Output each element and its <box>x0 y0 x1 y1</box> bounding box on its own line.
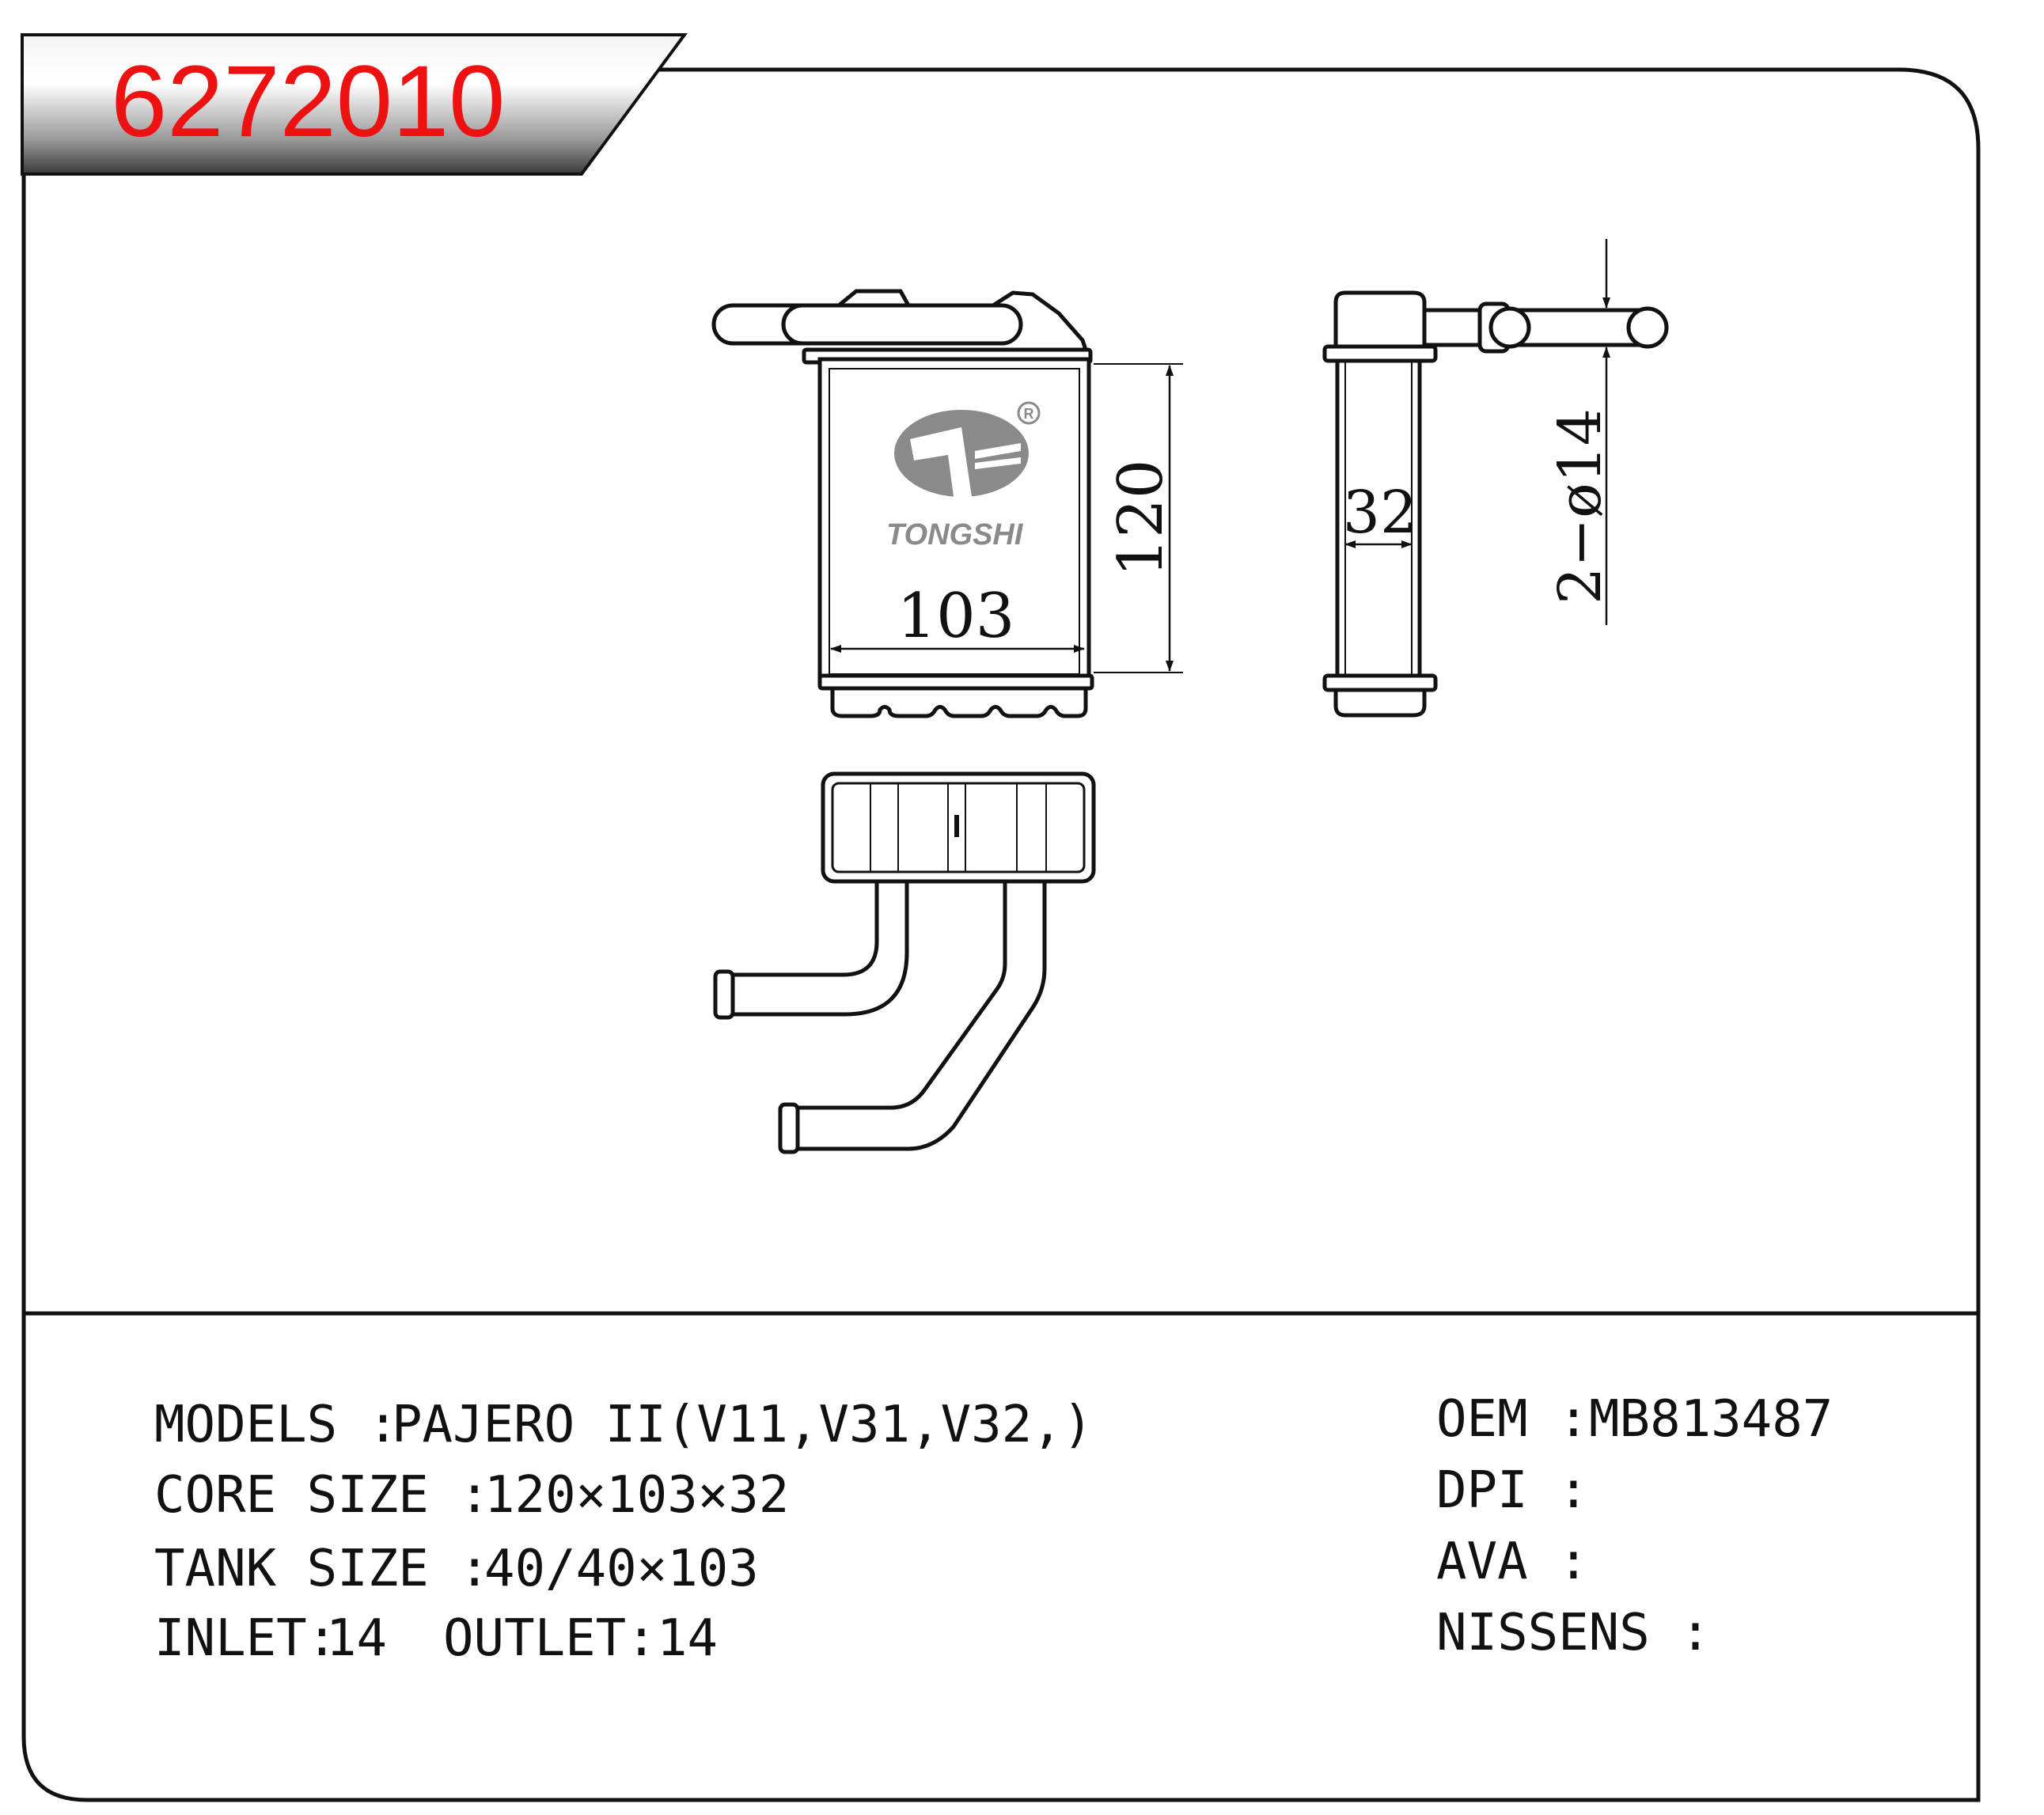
spec-outlet-label: OUTLET: <box>443 1609 657 1668</box>
top-view-pipe-left-end <box>713 969 735 1020</box>
top-view-pipe-right <box>791 881 1047 1151</box>
spec-oem-label: OEM : <box>1436 1390 1589 1449</box>
dim-height: 120 <box>1094 363 1183 673</box>
side-pipe-end-1 <box>1488 306 1531 349</box>
spec-tank-label: TANK SIZE : <box>154 1540 490 1598</box>
dim-pipe-label: 2−ø14 <box>1546 408 1614 604</box>
pipe-bracket-right <box>992 290 1088 350</box>
spec-inlet-value: 14 <box>326 1609 387 1668</box>
dim-depth: 32 <box>1343 479 1417 548</box>
side-bottom-tank <box>1333 690 1427 718</box>
dim-height-label: 120 <box>1105 460 1177 578</box>
pipe-bracket-left <box>837 289 911 307</box>
tongshi-logo: TONGSHI R <box>886 401 1041 551</box>
dim-pipe: 2−ø14 <box>1546 239 1614 625</box>
top-pipe-right <box>781 303 1023 346</box>
spec-inlet-label: INLET: <box>154 1609 337 1668</box>
spec-ava-label: AVA : <box>1436 1533 1589 1591</box>
dim-depth-label: 32 <box>1343 479 1417 547</box>
spec-models-label: MODELS : <box>154 1396 398 1454</box>
front-view <box>711 289 1094 718</box>
side-core <box>1335 358 1422 678</box>
logo-text: TONGSHI <box>886 518 1024 551</box>
top-view-pipe-left <box>728 881 909 1017</box>
registered-mark: R <box>1024 406 1034 422</box>
spec-models-value: PAJERO II(V11,V31,V32,) <box>392 1396 1093 1454</box>
side-pipe <box>1422 308 1646 347</box>
side-bottom-flange <box>1322 673 1438 692</box>
specs-right: OEM : MB813487 DPI : AVA : NISSENS : <box>1436 1390 1833 1662</box>
top-view <box>713 771 1096 1154</box>
spec-dpi-label: DPI : <box>1436 1461 1589 1520</box>
spec-oem-value: MB813487 <box>1589 1390 1833 1449</box>
part-number-header: 6272010 <box>21 33 688 176</box>
bottom-tank-ribs <box>830 688 1088 718</box>
side-view <box>1322 290 1669 718</box>
specs-left: MODELS : PAJERO II(V11,V31,V32,) CORE SI… <box>154 1396 1093 1668</box>
side-top-flange <box>1322 344 1438 363</box>
spec-outlet-value: 14 <box>657 1609 718 1668</box>
spec-tank-value: 40/40×103 <box>484 1540 759 1598</box>
bottom-tank <box>817 673 1094 691</box>
side-top-tank <box>1333 290 1427 349</box>
top-view-pipe-right-end <box>778 1102 800 1154</box>
dim-width: 103 <box>830 581 1085 653</box>
part-number: 6272010 <box>111 45 505 158</box>
spec-core-value: 120×103×32 <box>484 1466 789 1525</box>
spec-core-label: CORE SIZE : <box>154 1466 490 1525</box>
side-pipe-end-2 <box>1626 306 1669 349</box>
spec-nissens-label: NISSENS : <box>1436 1604 1711 1662</box>
sheet-border <box>21 67 1981 1802</box>
dim-width-label: 103 <box>897 581 1015 652</box>
